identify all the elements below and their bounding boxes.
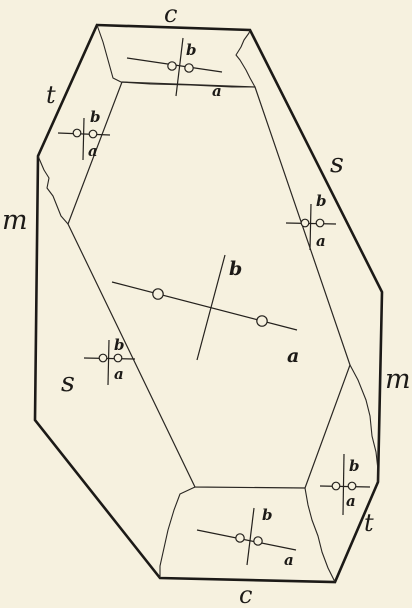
axis-label-b: b — [262, 506, 273, 524]
axis-label-a: a — [346, 492, 356, 510]
cross-bottom-face: b a — [196, 506, 297, 569]
bottom-face-broken-edge-right — [304, 487, 336, 583]
axis-label-b: b — [186, 41, 197, 59]
axis-label-a: a — [114, 365, 124, 383]
face-label-m-right: m — [385, 364, 411, 395]
face-label-t-upper-left: t — [46, 81, 56, 109]
lower-right-face-broken-edge — [349, 364, 379, 482]
face-label-s-upper-right: s — [330, 148, 344, 179]
cross-upper-right-face: b a — [285, 192, 337, 251]
crystal-outline — [33, 23, 384, 584]
axis-label-b: b — [229, 258, 242, 280]
axis-label-a: a — [212, 82, 222, 100]
axis-label-b: b — [114, 336, 125, 354]
face-label-m-left: m — [2, 205, 28, 236]
face-label-t-lower-right: t — [364, 509, 374, 537]
cross-top-face: b a — [126, 37, 223, 100]
face-label-c-top: c — [164, 0, 177, 28]
cross-central-face: b a — [111, 254, 299, 367]
axis-label-a: a — [88, 142, 98, 160]
axis-label-b: b — [349, 457, 360, 475]
cross-lower-left-face: b a — [83, 336, 136, 386]
face-label-c-bottom: c — [239, 581, 252, 608]
axis-label-a: a — [316, 232, 326, 250]
bottom-face-broken-edge — [159, 486, 196, 578]
axis-label-b: b — [316, 192, 327, 210]
axis-label-a: a — [287, 345, 299, 367]
cross-lower-right-face: b a — [319, 453, 371, 516]
top-face-broken-edge — [96, 24, 256, 88]
axis-label-b: b — [90, 108, 101, 126]
face-label-s-lower-left: s — [61, 367, 75, 398]
cross-upper-left-face: b a — [57, 108, 111, 161]
upper-left-face-broken-edge — [37, 155, 69, 225]
axis-label-a: a — [284, 551, 294, 569]
